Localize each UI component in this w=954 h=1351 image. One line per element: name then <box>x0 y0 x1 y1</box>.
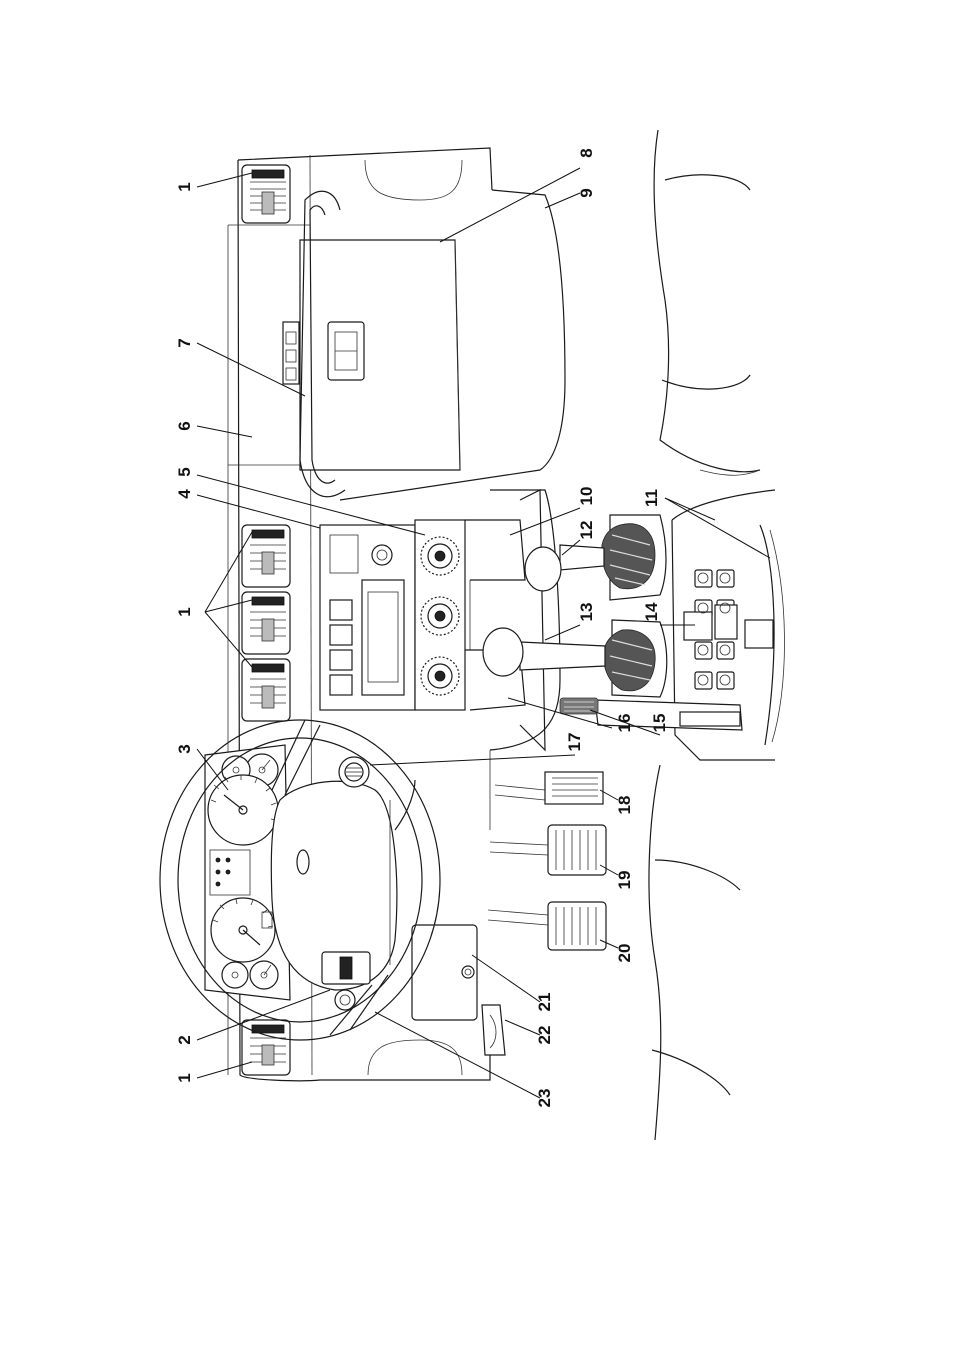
rotary-knob-icon <box>421 537 459 575</box>
gauge-icon <box>222 962 248 988</box>
callout-17: 17 <box>565 733 584 752</box>
gauge-icon <box>250 961 278 989</box>
callout-12: 12 <box>577 521 596 540</box>
bonnet-release <box>482 1005 505 1055</box>
callout-20: 20 <box>615 944 634 963</box>
accelerator-pedal <box>495 772 603 804</box>
callout-10: 10 <box>577 487 596 506</box>
callout-5: 5 <box>175 467 194 476</box>
air-vent-left <box>242 1020 290 1075</box>
gear-lever-icon <box>483 620 667 697</box>
callout-2: 2 <box>175 1035 194 1044</box>
callout-1-left: 1 <box>175 1073 194 1082</box>
air-vent-center-3 <box>242 659 290 721</box>
callout-14: 14 <box>642 602 661 621</box>
clutch-pedal <box>488 902 606 950</box>
callout-11: 11 <box>642 489 661 507</box>
callout-21: 21 <box>535 993 554 1012</box>
callout-7: 7 <box>175 338 194 347</box>
console-trays <box>465 490 545 750</box>
callout-8: 8 <box>577 148 596 157</box>
callout-19: 19 <box>615 871 634 890</box>
gauge-icon <box>211 898 275 962</box>
callout-6: 6 <box>175 421 194 430</box>
callout-22: 22 <box>535 1026 554 1045</box>
callout-4: 4 <box>175 489 194 499</box>
air-vent-center-1 <box>242 525 290 587</box>
radio-switch-panel <box>320 525 415 710</box>
steering-wheel <box>160 720 440 1040</box>
glove-box <box>300 190 565 500</box>
gauge-icon <box>208 775 278 845</box>
callout-1-top: 1 <box>175 182 194 191</box>
driver-seat <box>649 765 740 1140</box>
callout-1-center: 1 <box>175 607 194 616</box>
heater-controls <box>415 520 465 710</box>
callout-18: 18 <box>615 796 634 815</box>
callout-3: 3 <box>175 744 194 753</box>
ignition-switch <box>339 757 369 787</box>
fuse-box-cover <box>412 925 477 1020</box>
air-vent-center-2 <box>242 592 290 654</box>
callout-15: 15 <box>650 714 669 733</box>
hazard-switch-bank <box>283 322 299 384</box>
callout-23: 23 <box>535 1089 554 1108</box>
rotary-knob-icon <box>421 657 459 695</box>
brake-pedal <box>490 825 606 875</box>
passenger-seat <box>654 130 760 475</box>
callout-13: 13 <box>577 603 596 622</box>
callout-9: 9 <box>577 188 596 197</box>
rotary-knob-icon <box>421 597 459 635</box>
callout-16: 16 <box>615 714 634 733</box>
console-switches <box>684 570 737 689</box>
